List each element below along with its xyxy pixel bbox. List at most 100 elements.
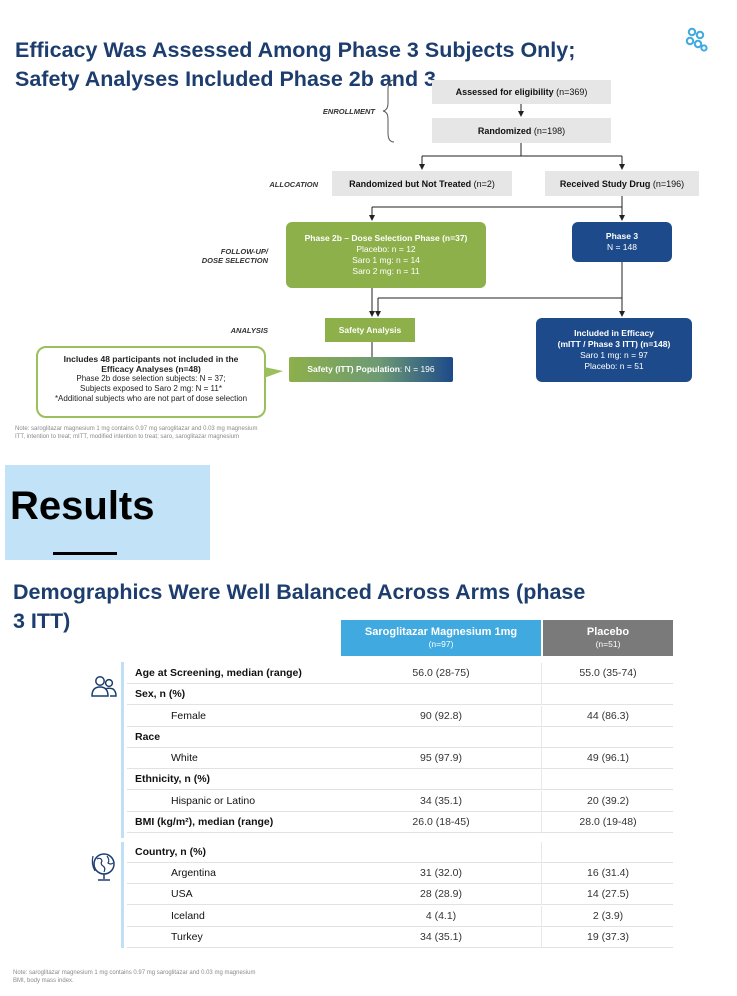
- row-label: Race: [135, 731, 161, 743]
- placebo-value: 16 (31.4): [586, 867, 630, 879]
- country-accent-bar: [121, 842, 124, 948]
- stage-allocation: ALLOCATION: [269, 180, 318, 189]
- slide2-note-line2: BMI, body mass index.: [13, 978, 74, 984]
- placebo-value: 55.0 (35-74): [579, 667, 637, 679]
- box-efficacy-saro: Saro 1 mg: n = 97: [580, 350, 648, 360]
- box-randomized-bold: Randomized: [477, 125, 532, 136]
- box-safety-analysis: Safety Analysis: [325, 318, 415, 342]
- box-phase2b-placebo: Placebo: n = 12: [356, 244, 416, 254]
- row-label: White: [171, 752, 198, 764]
- box-safety-itt-bold: Safety (ITT) Population: [307, 364, 400, 374]
- box-safety-itt: Safety (ITT) Population: N = 196: [289, 357, 453, 382]
- placebo-value: 49 (96.1): [586, 752, 630, 764]
- box-eligibility-count: (n=369): [553, 87, 588, 97]
- row-label: Female: [171, 710, 207, 722]
- table-row: Hispanic or Latino 34 (35.1) 20 (39.2): [127, 791, 673, 812]
- callout-box: Includes 48 participants not included in…: [36, 346, 266, 418]
- column-separator: [541, 884, 542, 905]
- slide2-title: Demographics Were Well Balanced Across A…: [13, 580, 586, 633]
- table-row: Age at Screening, median (range) 56.0 (28…: [127, 663, 673, 684]
- flow-connectors: [264, 79, 625, 378]
- stage-enrollment: ENROLLMENT: [322, 107, 375, 116]
- box-efficacy-placebo: Placebo: n = 51: [584, 361, 644, 371]
- slide1-note-line1: Note: saroglitazar magnesium 1 mg contai…: [15, 426, 258, 432]
- box-phase3-n: N = 148: [606, 242, 637, 252]
- logo-icon: [685, 27, 708, 52]
- box-not-treated-count: (n=2): [471, 178, 495, 189]
- slide1-title: Efficacy Was Assessed Among Phase 3 Subj…: [15, 38, 576, 91]
- column-header-placebo-name: Placebo: [586, 626, 630, 638]
- row-label: Country, n (%): [135, 846, 206, 858]
- placebo-value: 20 (39.2): [586, 795, 630, 807]
- slide1-note: Note: saroglitazar magnesium 1 mg contai…: [15, 425, 315, 441]
- globe-icon: [91, 853, 115, 881]
- column-separator: [541, 812, 542, 833]
- column-header-saroglitazar-n: (n=97): [428, 639, 454, 649]
- table-row: Ethnicity, n (%): [127, 769, 673, 790]
- box-safety-analysis-label: Safety Analysis: [338, 324, 402, 335]
- row-label: Sex, n (%): [135, 688, 186, 700]
- row-label: Hispanic or Latino: [171, 795, 256, 807]
- box-randomized: Randomized (n=198): [432, 118, 611, 143]
- stage-followup-line2: DOSE SELECTION: [201, 256, 268, 265]
- row-label: Age at Screening, median (range): [135, 667, 302, 679]
- saroglitazar-value: 28 (28.9): [419, 888, 463, 900]
- placebo-value: 19 (37.3): [586, 931, 630, 943]
- box-received-bold: Received Study Drug: [559, 178, 651, 189]
- results-heading: Results: [10, 484, 155, 528]
- table-row: Female 90 (92.8) 44 (86.3): [127, 706, 673, 727]
- table-row: Race: [127, 727, 673, 748]
- saroglitazar-value: 90 (92.8): [419, 710, 463, 722]
- callout-line1: Phase 2b dose selection subjects: N = 37…: [76, 374, 226, 383]
- stage-followup: FOLLOW-UP/ DOSE SELECTION: [190, 247, 268, 265]
- column-separator: [541, 863, 542, 884]
- saroglitazar-value: 26.0 (18-45): [412, 816, 470, 828]
- callout-line2: Subjects exposed to Saro 2 mg: N = 11*: [80, 384, 222, 393]
- saroglitazar-value: 34 (35.1): [419, 795, 463, 807]
- box-efficacy-title1: Included in Efficacy: [574, 328, 654, 338]
- column-separator: [541, 769, 542, 790]
- row-label: USA: [171, 888, 193, 900]
- column-separator: [541, 906, 542, 927]
- box-phase2b-title: Phase 2b – Dose Selection Phase (n=37): [304, 233, 468, 243]
- column-separator: [541, 684, 542, 705]
- box-efficacy: Included in Efficacy (mITT / Phase 3 ITT…: [536, 318, 692, 382]
- slide2-note: Note: saroglitazar magnesium 1 mg contai…: [13, 969, 313, 985]
- row-label: Argentina: [171, 867, 216, 879]
- saroglitazar-value: 56.0 (28-75): [412, 667, 470, 679]
- row-label: Iceland: [171, 910, 205, 922]
- saroglitazar-value: 31 (32.0): [419, 867, 463, 879]
- box-phase3-title: Phase 3: [605, 231, 639, 241]
- callout-line3: *Additional subjects who are not part of…: [54, 394, 248, 403]
- box-phase2b-saro1: Saro 1 mg: n = 14: [352, 255, 420, 265]
- table-row: Iceland 4 (4.1) 2 (3.9): [127, 906, 673, 927]
- column-header-placebo-n: (n=51): [595, 639, 621, 649]
- column-header-placebo: Placebo (n=51): [543, 620, 673, 656]
- placebo-value: 44 (86.3): [586, 710, 630, 722]
- box-phase2b-saro2: Saro 2 mg: n = 11: [352, 266, 420, 276]
- box-eligibility: Assessed for eligibility (n=369): [432, 80, 611, 104]
- box-randomized-count: (n=198): [531, 125, 566, 136]
- column-separator: [541, 663, 542, 684]
- column-separator: [541, 927, 542, 948]
- table-row: BMI (kg/m²), median (range)26.0 (18-45)2…: [127, 812, 673, 833]
- saroglitazar-value: 34 (35.1): [419, 931, 463, 943]
- placebo-value: 28.0 (19-48): [579, 816, 637, 828]
- results-banner: [5, 465, 210, 560]
- box-safety-itt-count: : N = 196: [399, 364, 435, 374]
- slide1-note-line2: ITT, intention to treat; mITT, modified …: [15, 434, 240, 440]
- placebo-value: 2 (3.9): [592, 910, 624, 922]
- saroglitazar-value: 4 (4.1): [425, 910, 457, 922]
- stage-analysis: ANALYSIS: [230, 326, 268, 335]
- box-phase2b: Phase 2b – Dose Selection Phase (n=37) P…: [286, 222, 486, 288]
- results-underline: [53, 552, 117, 555]
- column-header-saroglitazar: Saroglitazar Magnesium 1mg (n=97): [341, 620, 541, 656]
- column-separator: [541, 748, 542, 769]
- stage-followup-line1: FOLLOW-UP/: [220, 247, 268, 256]
- column-separator: [541, 791, 542, 812]
- row-label: Ethnicity, n (%): [135, 773, 211, 785]
- box-efficacy-title2: (mITT / Phase 3 ITT) (n=148): [557, 339, 671, 349]
